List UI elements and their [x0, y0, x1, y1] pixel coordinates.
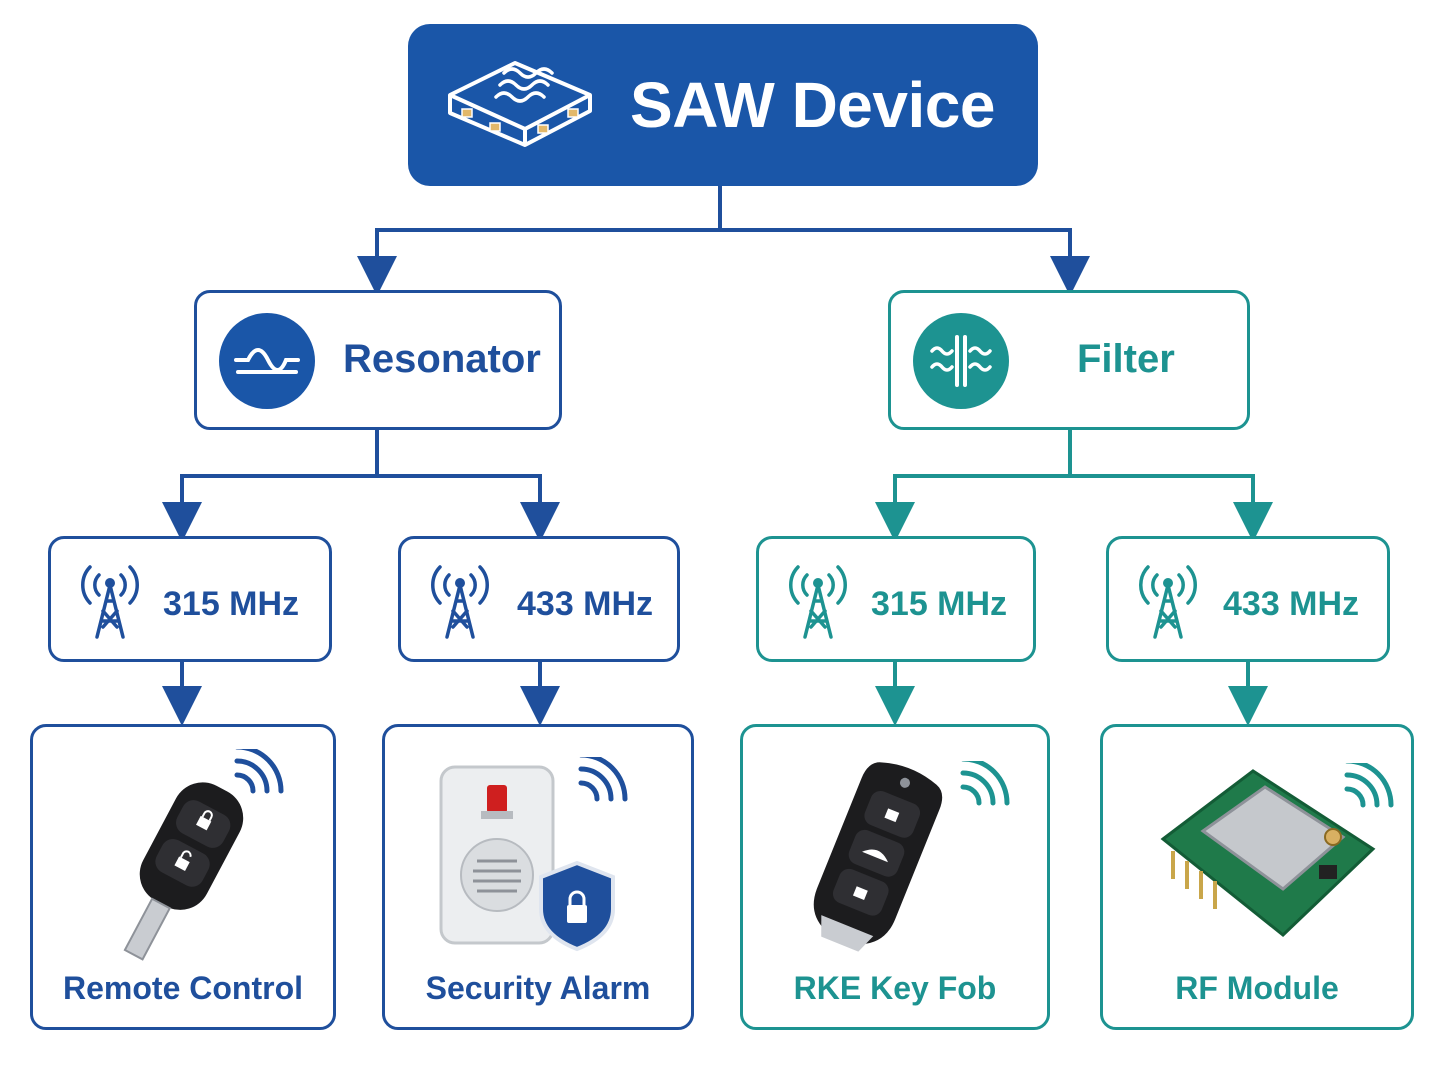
rke-key-fob-node: RKE Key Fob — [740, 724, 1050, 1030]
application-label: RKE Key Fob — [793, 970, 997, 1006]
rf-module-board-icon — [1160, 769, 1376, 937]
rf-module-node: RF Module — [1100, 724, 1414, 1030]
filter-433-node: 433 MHz — [1106, 536, 1390, 662]
resonator-433-node: 433 MHz — [398, 536, 680, 662]
signal-waves-icon — [960, 761, 1010, 806]
signal-waves-icon — [578, 757, 628, 802]
antenna-tower-icon — [1139, 565, 1197, 639]
root-title: SAW Device — [630, 69, 995, 141]
filter-node: Filter — [888, 290, 1250, 430]
security-alarm-node: Security Alarm — [382, 724, 694, 1030]
resonator-node: Resonator — [194, 290, 562, 430]
antenna-tower-icon — [789, 565, 847, 639]
resonator-315-node: 315 MHz — [48, 536, 332, 662]
root-node: SAW Device — [408, 24, 1038, 186]
frequency-label: 315 MHz — [871, 585, 1008, 623]
application-label: RF Module — [1175, 970, 1339, 1006]
signal-waves-icon — [234, 749, 284, 794]
filter-label: Filter — [1077, 337, 1175, 381]
frequency-label: 315 MHz — [163, 585, 300, 623]
saw-chip-icon — [448, 61, 592, 147]
signal-waves-icon — [1344, 763, 1394, 808]
antenna-tower-icon — [431, 565, 489, 639]
car-key-remote-icon — [123, 782, 244, 961]
key-fob-icon — [813, 762, 943, 952]
filter-315-node: 315 MHz — [756, 536, 1036, 662]
frequency-label: 433 MHz — [517, 585, 654, 623]
antenna-tower-icon — [81, 565, 139, 639]
alarm-shield-icon — [439, 765, 615, 952]
frequency-label: 433 MHz — [1223, 585, 1360, 623]
sine-wave-icon — [219, 313, 315, 409]
application-label: Remote Control — [63, 970, 303, 1006]
remote-control-node: Remote Control — [30, 724, 336, 1030]
filter-wave-icon — [913, 313, 1009, 409]
resonator-label: Resonator — [343, 337, 541, 381]
application-label: Security Alarm — [425, 970, 651, 1006]
